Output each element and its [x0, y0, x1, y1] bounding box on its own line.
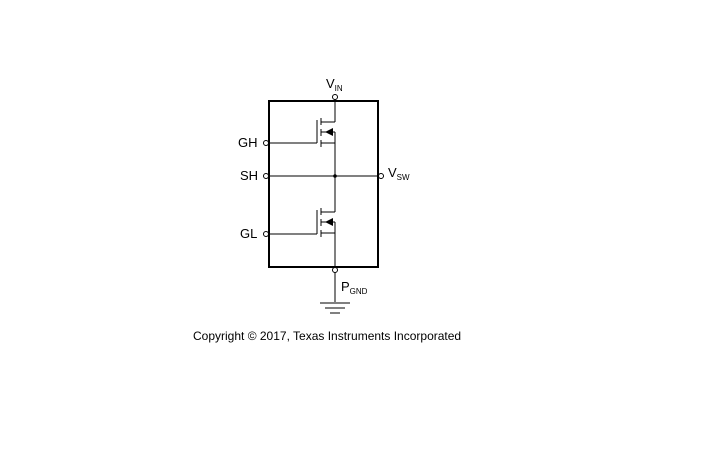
- gh-label: GH: [238, 135, 258, 150]
- package-outline: [268, 100, 379, 268]
- high-side-body-diode-arrow: [325, 128, 333, 136]
- low-side-mosfet: [268, 176, 336, 267]
- vsw-label: VSW: [388, 165, 410, 182]
- pgnd-label: PGND: [341, 279, 368, 296]
- vsw-pin: [378, 173, 384, 179]
- vin-pin: [332, 94, 338, 100]
- sh-label: SH: [240, 168, 258, 183]
- vin-label: VIN: [326, 76, 343, 93]
- ground-symbol-icon: [320, 302, 350, 314]
- gl-label: GL: [240, 226, 257, 241]
- copyright-notice: Copyright © 2017, Texas Instruments Inco…: [193, 329, 462, 343]
- high-side-mosfet: [268, 101, 336, 176]
- low-side-body-diode-arrow: [325, 218, 333, 226]
- pgnd-pin: [332, 267, 338, 273]
- sh-pin: [263, 173, 269, 179]
- gl-pin: [263, 231, 269, 237]
- gh-pin: [263, 140, 269, 146]
